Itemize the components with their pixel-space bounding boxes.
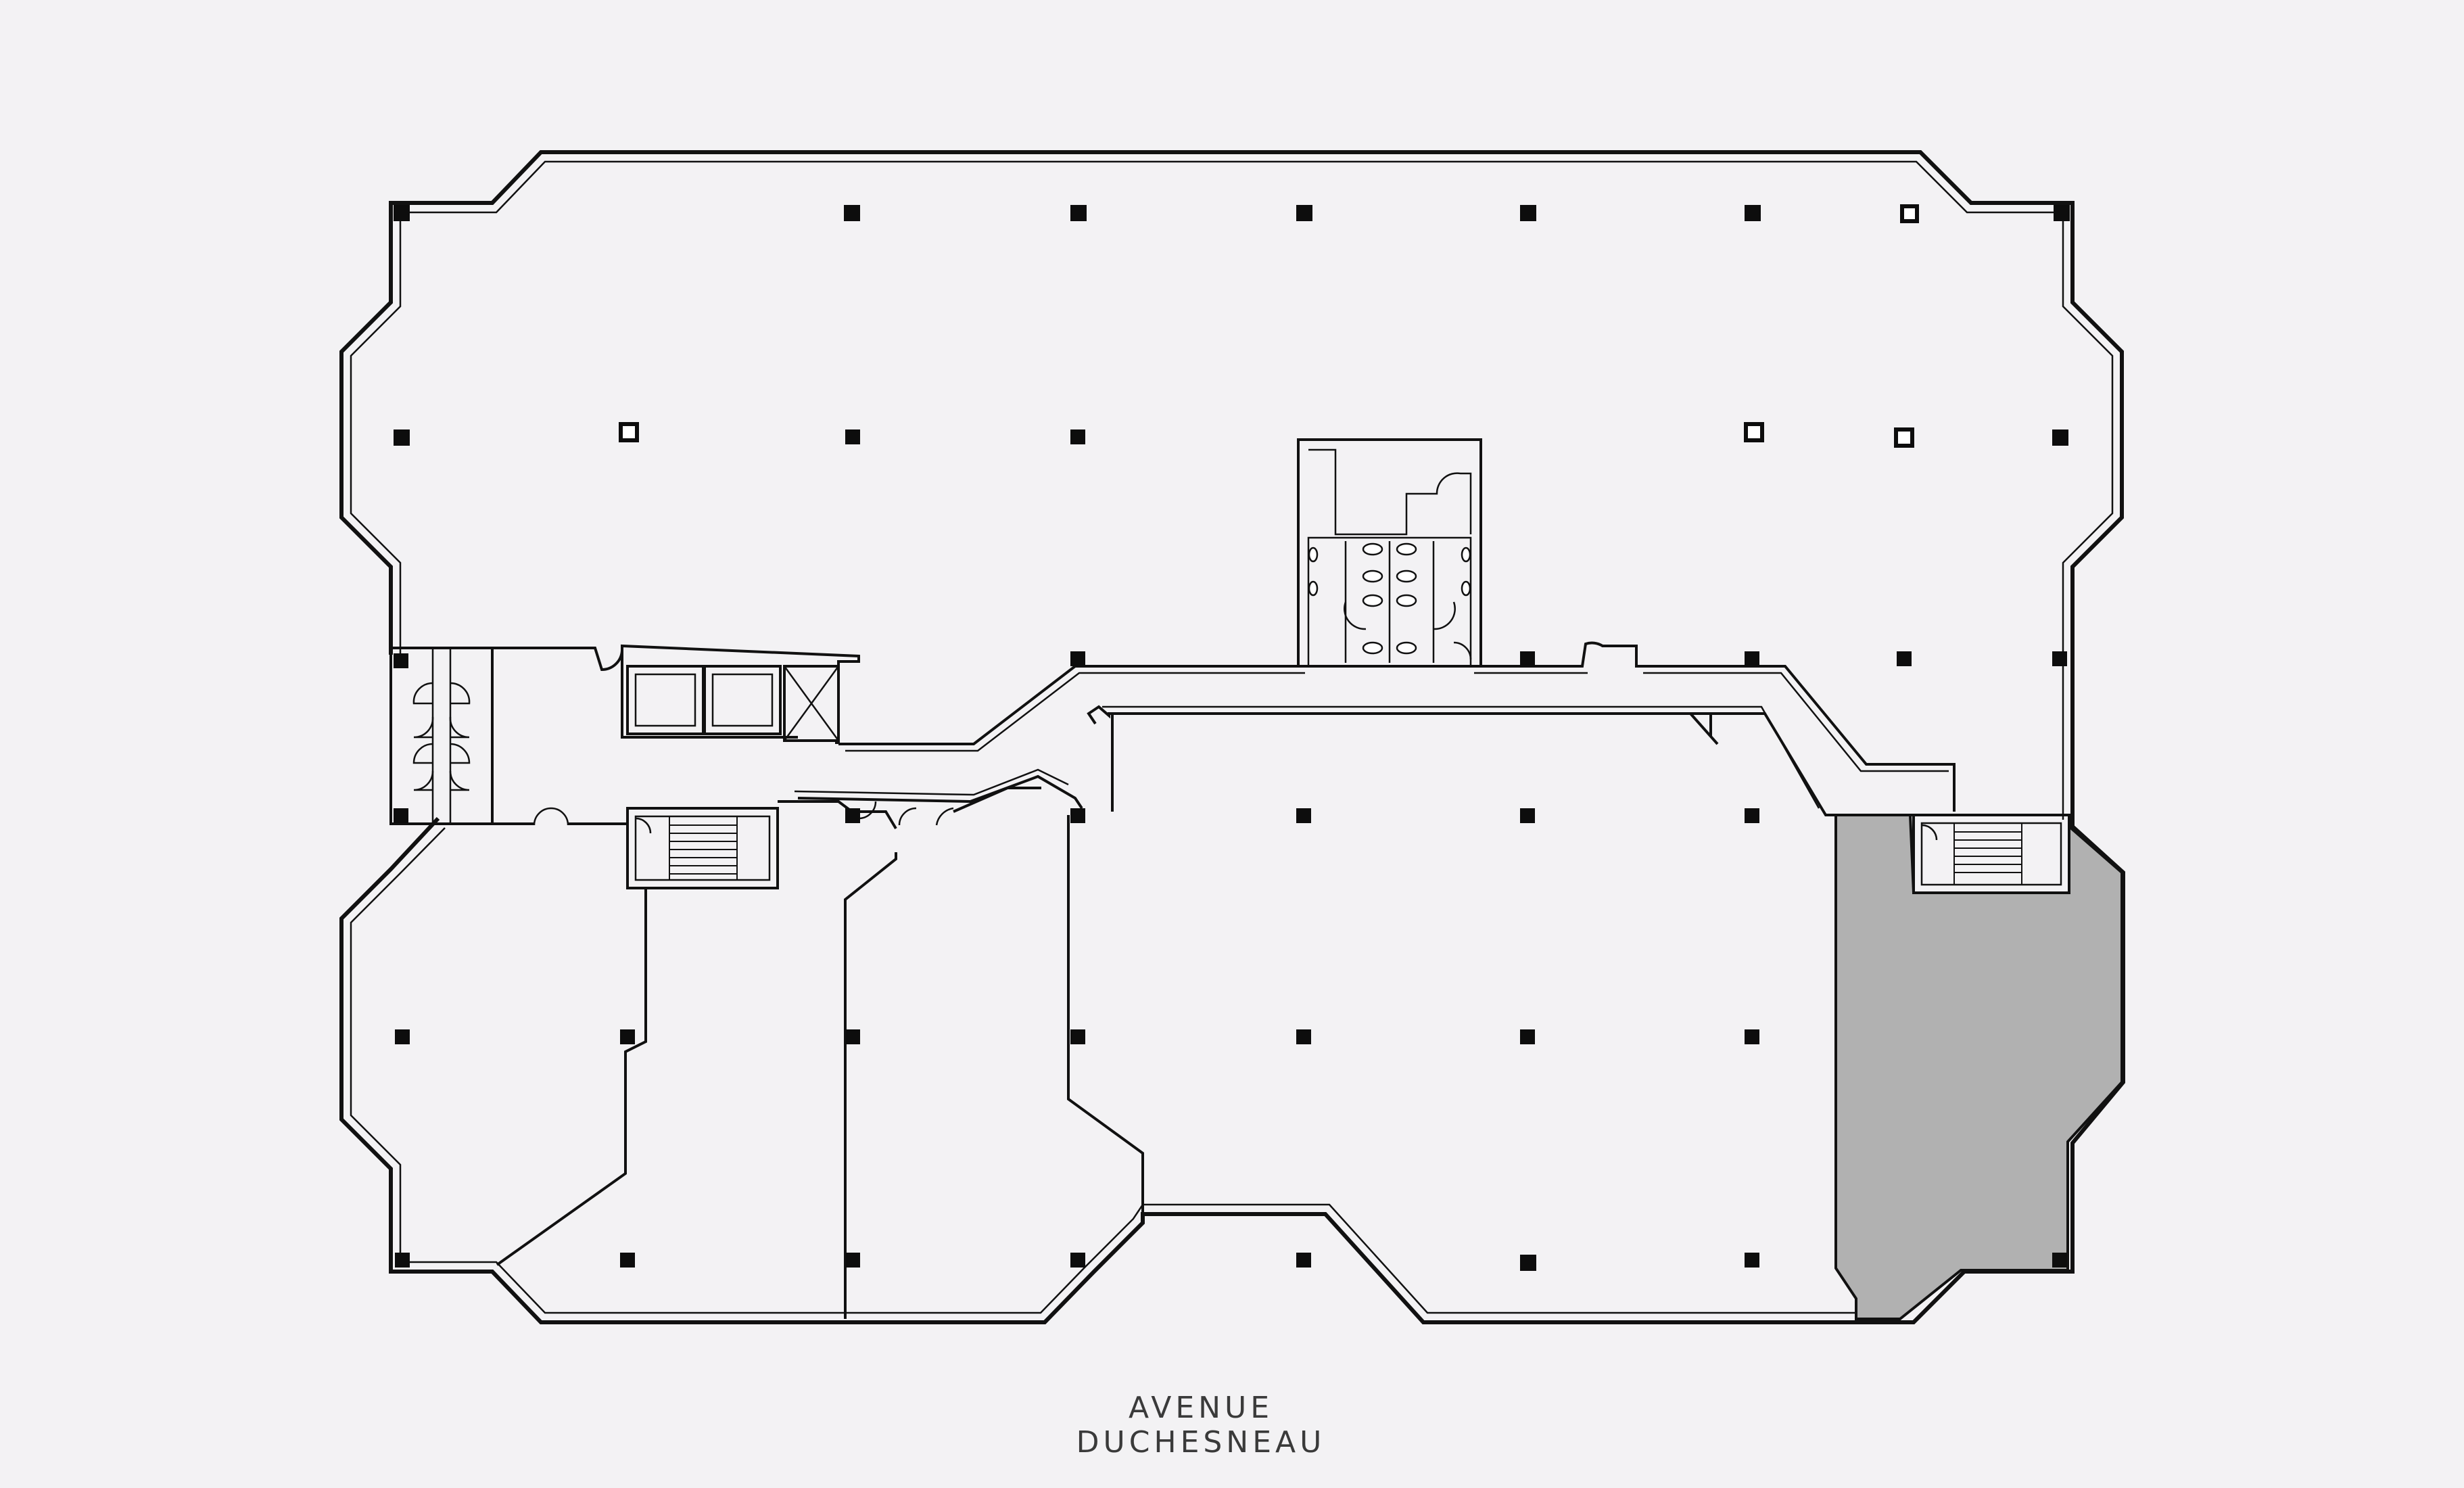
stair-treads-left [669, 816, 738, 881]
partition-3 [1067, 815, 1144, 1214]
restroom-door[interactable] [1344, 601, 1472, 660]
stairwell-right-door[interactable] [1921, 824, 1938, 841]
elevator-1 [626, 665, 705, 735]
structural-columns [394, 204, 2070, 1271]
partition-2 [844, 852, 897, 1319]
entrance-door-left[interactable] [412, 682, 434, 791]
restroom-stalls [1307, 536, 1472, 668]
stairwell-left [626, 807, 779, 889]
upper-exterior-wall [339, 150, 2124, 820]
upper-exterior-wall-inner [350, 160, 2114, 820]
lower-exterior-wall-left [339, 816, 1856, 1324]
highlighted-suite[interactable] [1834, 814, 2123, 1320]
corridor-door-1[interactable] [533, 801, 954, 826]
toilet-fixtures [1308, 542, 1471, 655]
corridor-wall-upper [838, 438, 1956, 812]
lower-exterior-wall-right [1856, 820, 2125, 1324]
corridor-wall-upper-inner [845, 672, 1949, 772]
street-name-label: AVENUE DUCHESNEAU [1076, 1391, 1326, 1460]
stair-treads-right [1953, 822, 2022, 885]
stairwell-right [1912, 814, 2070, 894]
lower-exterior-wall-left-inner [350, 827, 1856, 1314]
elevator-2 [703, 665, 782, 735]
entrance-door-right[interactable] [449, 682, 471, 791]
corridor-wall-lower [797, 705, 1924, 816]
stairwell-left-door[interactable] [635, 817, 652, 834]
entrance-vestibule [389, 647, 494, 825]
shaft [783, 665, 840, 742]
elevator-lobby-wall [492, 644, 860, 744]
partition-1 [496, 888, 647, 1266]
